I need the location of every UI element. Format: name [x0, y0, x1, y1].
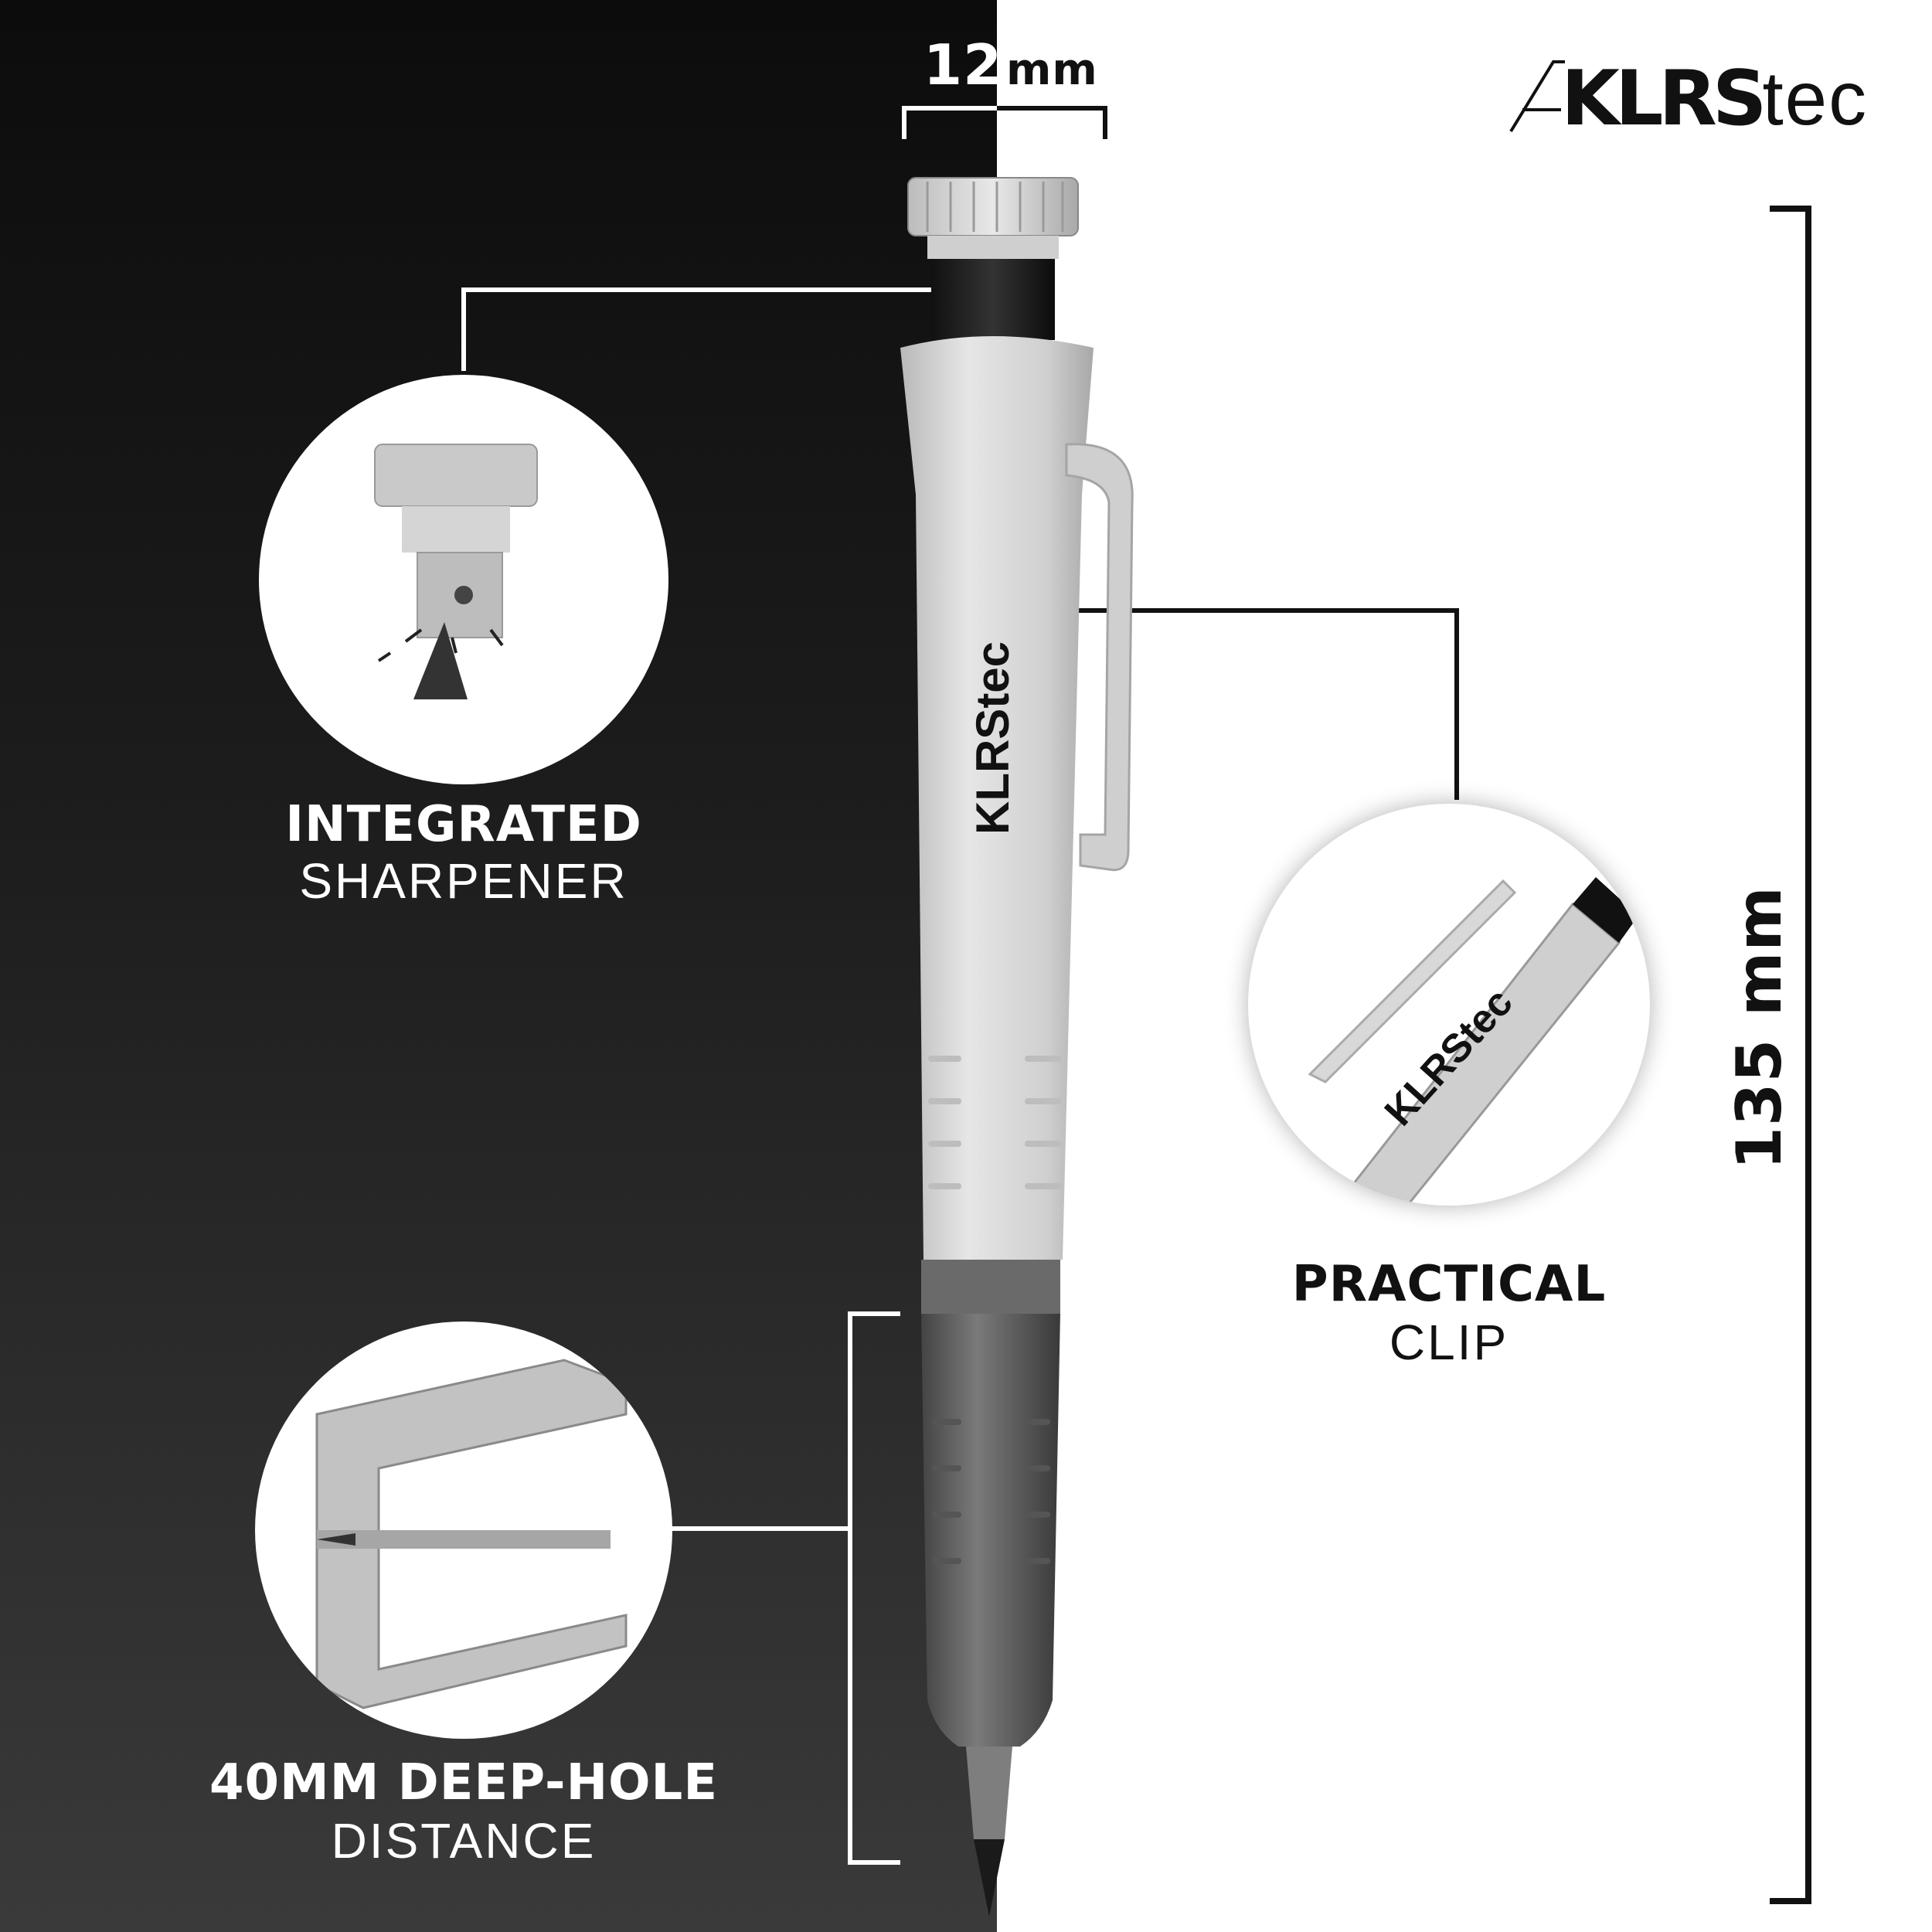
- width-dimension-value: 12: [923, 32, 1003, 97]
- pencil-illustration: KLRStec: [900, 177, 1134, 1917]
- deep-hole-illustration-icon: [315, 1359, 628, 1709]
- brand-logo: KLRStec: [1507, 54, 1878, 141]
- clip-illustration-icon: KLRStec: [1308, 877, 1638, 1206]
- width-dimension-bracket: [902, 106, 1107, 139]
- clip-feature-circle: KLRStec: [1248, 804, 1650, 1206]
- width-dimension-unit: mm: [1006, 45, 1098, 95]
- feature-title-clip: PRACTICAL: [1291, 1256, 1607, 1313]
- feature-title-sharpener: INTEGRATED: [285, 796, 642, 853]
- feature-subtitle-sharpener: SHARPENER: [299, 853, 628, 909]
- svg-text:KLRStec: KLRStec: [967, 641, 1019, 835]
- height-dimension-bracket: [1770, 206, 1811, 1904]
- sharpener-illustration-icon: [374, 444, 538, 699]
- feature-title-deep-hole: 40MM DEEP-HOLE: [209, 1754, 719, 1811]
- deep-hole-feature-circle: [255, 1321, 672, 1739]
- brand-logo-bold: KLRS: [1561, 55, 1767, 143]
- feature-subtitle-deep-hole: DISTANCE: [331, 1813, 597, 1869]
- brand-logo-light: tec: [1762, 56, 1869, 141]
- sharpener-feature-circle: [259, 375, 668, 784]
- feature-subtitle-clip: CLIP: [1389, 1315, 1509, 1370]
- brand-logo-icon: [1509, 60, 1565, 133]
